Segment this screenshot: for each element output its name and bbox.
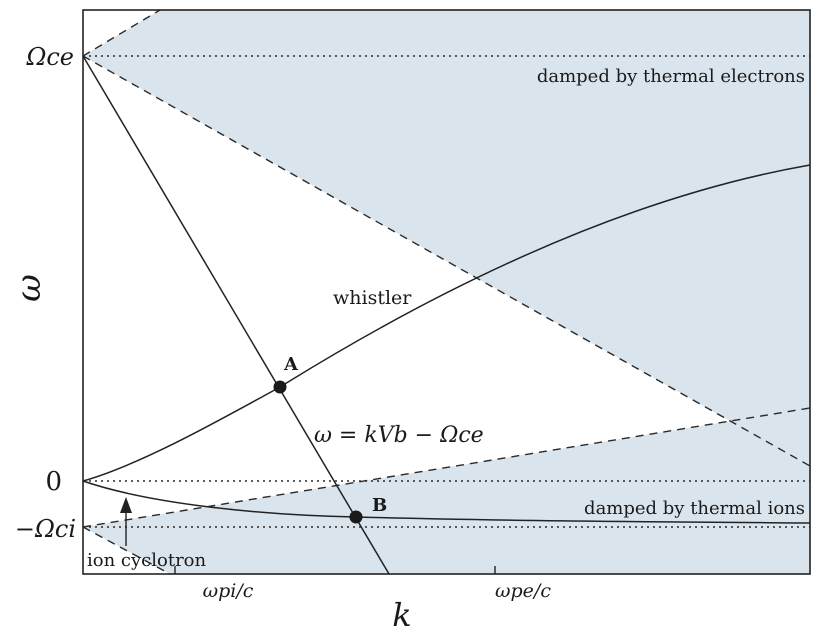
point-a-label: A: [283, 354, 299, 375]
beam-resonance-line: [82, 55, 390, 575]
y-axis-label: ω: [9, 274, 49, 302]
plot-frame: [82, 9, 811, 575]
whistler-curve: [82, 164, 811, 482]
ion-cyclotron-label: ion cyclotron: [87, 550, 207, 571]
whistler-label: whistler: [333, 287, 412, 309]
y-tick-omega-ci: −Ωci: [15, 515, 76, 543]
x-tick-label-omega-pe: ωpe/c: [495, 580, 551, 602]
ion-cyclotron-curve: [82, 480, 811, 524]
ion-region-label: damped by thermal ions: [584, 498, 805, 519]
arrow-head-icon: [120, 497, 132, 513]
point-b-label: B: [372, 495, 387, 516]
point-a: [273, 380, 287, 394]
ion-boundary-upper: [82, 407, 811, 528]
electron-region-label: damped by thermal electrons: [537, 66, 805, 87]
ion-boundary-lower: [82, 526, 171, 575]
y-tick-omega-ce: Ωce: [25, 43, 74, 71]
ion-damping-region: [83, 408, 810, 574]
beam-line-label: ω = kVb − Ωce: [314, 423, 484, 448]
electron-boundary-upper: [82, 9, 161, 57]
point-b: [349, 510, 363, 524]
x-axis-label: k: [392, 596, 411, 634]
electron-damping-region: [83, 10, 810, 466]
x-tick-label-omega-pi: ωpi/c: [203, 580, 254, 602]
y-tick-zero: 0: [45, 467, 62, 497]
